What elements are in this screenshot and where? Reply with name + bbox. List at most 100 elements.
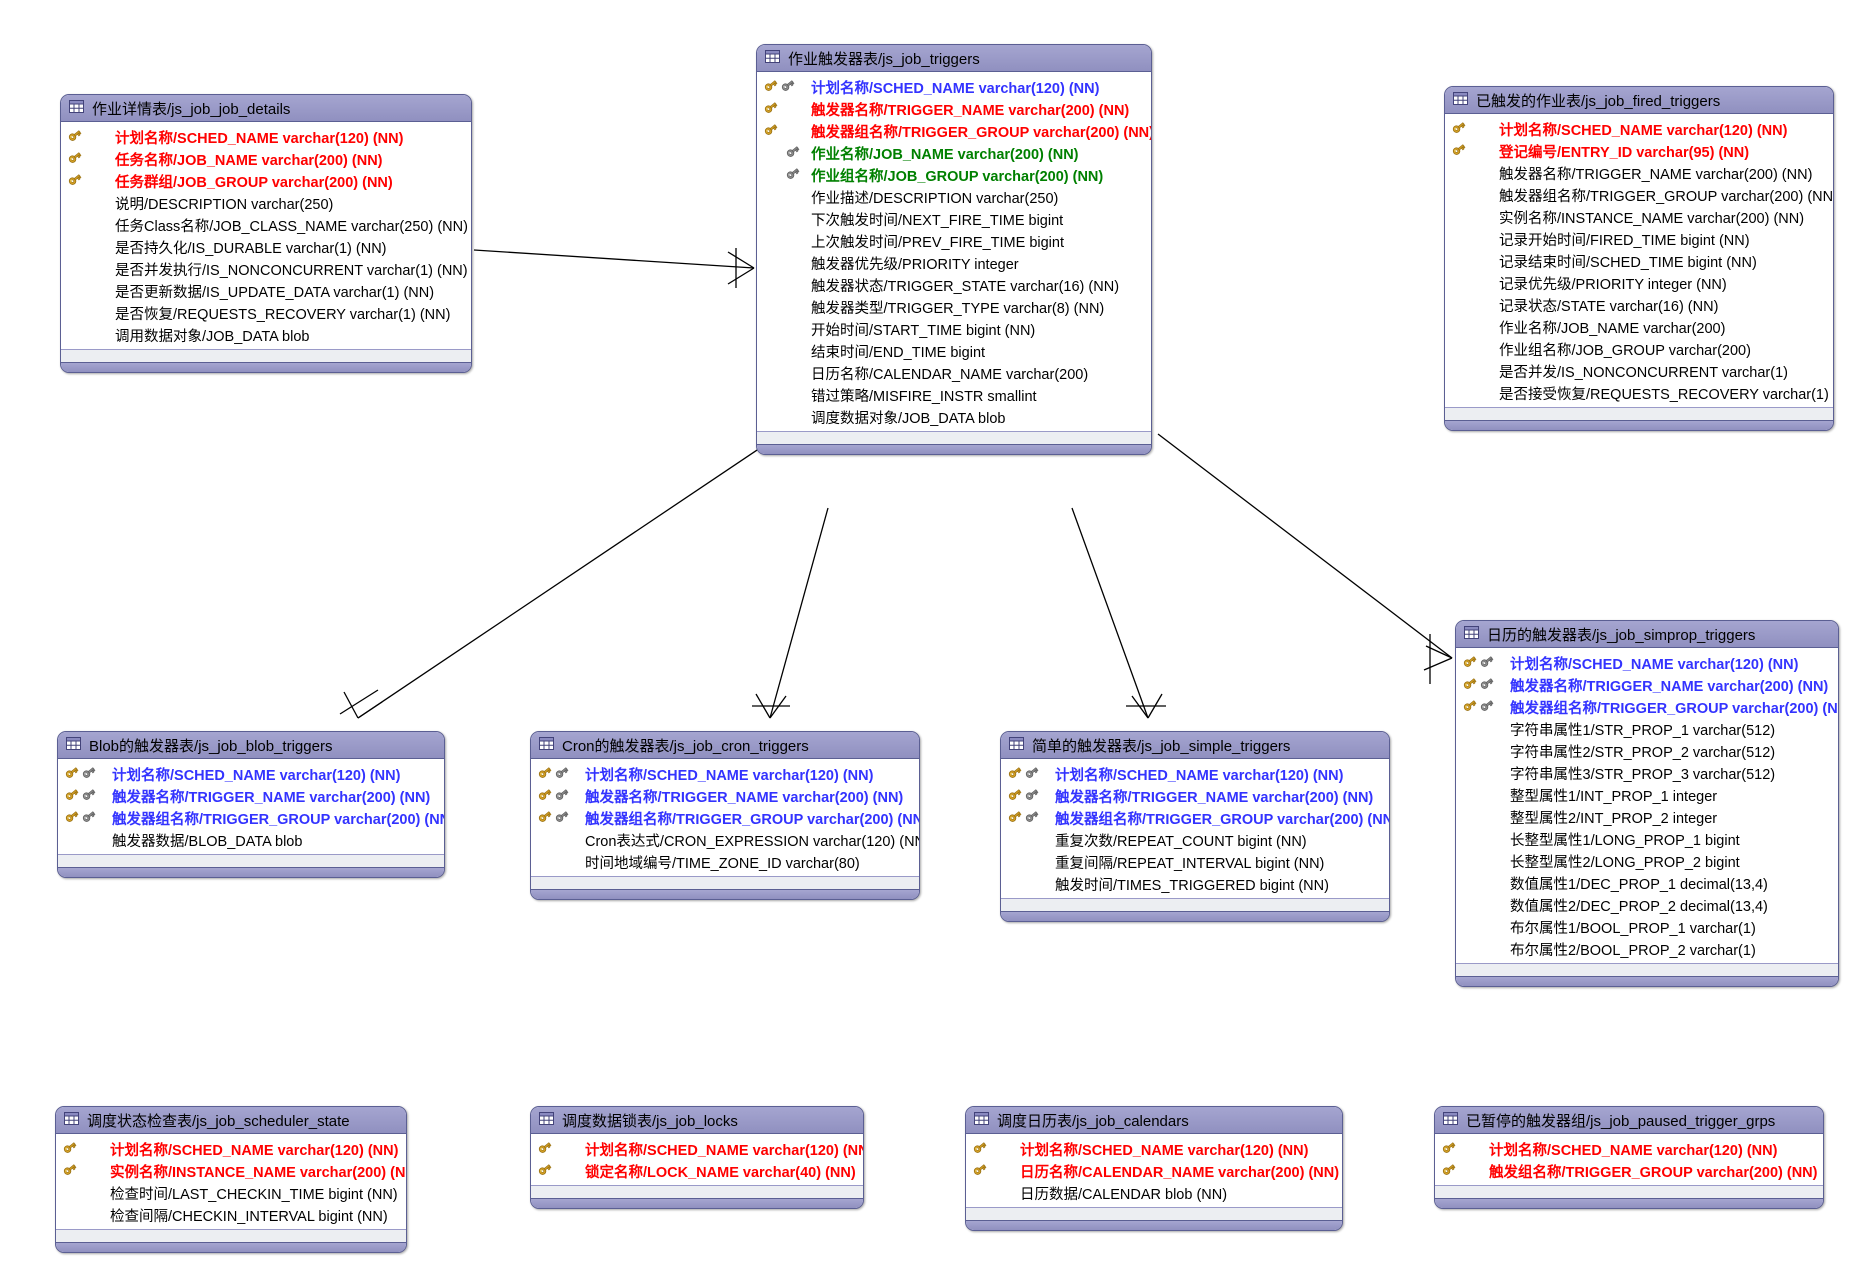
field-row[interactable]: 说明/DESCRIPTION varchar(250) (61, 192, 471, 214)
field-row[interactable]: 字符串属性2/STR_PROP_2 varchar(512) (1456, 740, 1838, 762)
entity-header-cron_triggers[interactable]: Cron的触发器表/js_job_cron_triggers (531, 732, 919, 759)
field-row[interactable]: 错过策略/MISFIRE_INSTR smallint (757, 384, 1151, 406)
entity-simprop_triggers[interactable]: 日历的触发器表/js_job_simprop_triggers 计划名称/SCHE… (1455, 620, 1839, 987)
field-row[interactable]: 数值属性2/DEC_PROP_2 decimal(13,4) (1456, 894, 1838, 916)
field-row[interactable]: 触发器状态/TRIGGER_STATE varchar(16) (NN) (757, 274, 1151, 296)
entity-header-calendars[interactable]: 调度日历表/js_job_calendars (966, 1107, 1342, 1134)
field-row[interactable]: 计划名称/SCHED_NAME varchar(120) (NN) (61, 126, 471, 148)
field-row[interactable]: 触发器数据/BLOB_DATA blob (58, 829, 444, 851)
field-row[interactable]: 日历数据/CALENDAR blob (NN) (966, 1182, 1342, 1204)
entity-cron_triggers[interactable]: Cron的触发器表/js_job_cron_triggers 计划名称/SCHED… (530, 731, 920, 900)
field-row[interactable]: 是否恢复/REQUESTS_RECOVERY varchar(1) (NN) (61, 302, 471, 324)
field-row[interactable]: 计划名称/SCHED_NAME varchar(120) (NN) (531, 1138, 863, 1160)
field-row[interactable]: 作业名称/JOB_NAME varchar(200) (NN) (757, 142, 1151, 164)
field-row[interactable]: Cron表达式/CRON_EXPRESSION varchar(120) (NN… (531, 829, 919, 851)
field-row[interactable]: 日历名称/CALENDAR_NAME varchar(200) (757, 362, 1151, 384)
entity-header-scheduler_state[interactable]: 调度状态检查表/js_job_scheduler_state (56, 1107, 406, 1134)
field-row[interactable]: 触发器名称/TRIGGER_NAME varchar(200) (NN) (531, 785, 919, 807)
field-row[interactable]: 触发器类型/TRIGGER_TYPE varchar(8) (NN) (757, 296, 1151, 318)
field-row[interactable]: 任务名称/JOB_NAME varchar(200) (NN) (61, 148, 471, 170)
field-row[interactable]: 记录结束时间/SCHED_TIME bigint (NN) (1445, 250, 1833, 272)
field-row[interactable]: 上次触发时间/PREV_FIRE_TIME bigint (757, 230, 1151, 252)
entity-header-simprop_triggers[interactable]: 日历的触发器表/js_job_simprop_triggers (1456, 621, 1838, 648)
field-row[interactable]: 实例名称/INSTANCE_NAME varchar(200) (NN) (56, 1160, 406, 1182)
field-row[interactable]: 计划名称/SCHED_NAME varchar(120) (NN) (531, 763, 919, 785)
field-row[interactable]: 调用数据对象/JOB_DATA blob (61, 324, 471, 346)
field-row[interactable]: 触发器优先级/PRIORITY integer (757, 252, 1151, 274)
entity-job_details[interactable]: 作业详情表/js_job_job_details 计划名称/SCHED_NAME … (60, 94, 472, 373)
entity-simple_triggers[interactable]: 简单的触发器表/js_job_simple_triggers 计划名称/SCHED… (1000, 731, 1390, 922)
field-row[interactable]: 触发器组名称/TRIGGER_GROUP varchar(200) (NN) (58, 807, 444, 829)
field-row[interactable]: 计划名称/SCHED_NAME varchar(120) (NN) (1445, 118, 1833, 140)
field-row[interactable]: 字符串属性1/STR_PROP_1 varchar(512) (1456, 718, 1838, 740)
field-row[interactable]: 计划名称/SCHED_NAME varchar(120) (NN) (1456, 652, 1838, 674)
field-row[interactable]: 记录状态/STATE varchar(16) (NN) (1445, 294, 1833, 316)
entity-header-job_triggers[interactable]: 作业触发器表/js_job_triggers (757, 45, 1151, 72)
entity-job_triggers[interactable]: 作业触发器表/js_job_triggers 计划名称/SCHED_NAME va… (756, 44, 1152, 455)
field-row[interactable]: 计划名称/SCHED_NAME varchar(120) (NN) (1001, 763, 1389, 785)
field-row[interactable]: 计划名称/SCHED_NAME varchar(120) (NN) (966, 1138, 1342, 1160)
field-row[interactable]: 触发器名称/TRIGGER_NAME varchar(200) (NN) (1445, 162, 1833, 184)
entity-paused_trigger_grps[interactable]: 已暂停的触发器组/js_job_paused_trigger_grps 计划名称/… (1434, 1106, 1824, 1209)
field-row[interactable]: 时间地域编号/TIME_ZONE_ID varchar(80) (531, 851, 919, 873)
field-row[interactable]: 调度数据对象/JOB_DATA blob (757, 406, 1151, 428)
field-row[interactable]: 是否更新数据/IS_UPDATE_DATA varchar(1) (NN) (61, 280, 471, 302)
field-row[interactable]: 触发器组名称/TRIGGER_GROUP varchar(200) (NN) (531, 807, 919, 829)
field-row[interactable]: 长整型属性1/LONG_PROP_1 bigint (1456, 828, 1838, 850)
field-row[interactable]: 字符串属性3/STR_PROP_3 varchar(512) (1456, 762, 1838, 784)
entity-header-blob_triggers[interactable]: Blob的触发器表/js_job_blob_triggers (58, 732, 444, 759)
field-row[interactable]: 任务Class名称/JOB_CLASS_NAME varchar(250) (N… (61, 214, 471, 236)
field-row[interactable]: 触发器名称/TRIGGER_NAME varchar(200) (NN) (757, 98, 1151, 120)
field-row[interactable]: 布尔属性2/BOOL_PROP_2 varchar(1) (1456, 938, 1838, 960)
field-row[interactable]: 作业组名称/JOB_GROUP varchar(200) (NN) (757, 164, 1151, 186)
entity-locks[interactable]: 调度数据锁表/js_job_locks 计划名称/SCHED_NAME varch… (530, 1106, 864, 1209)
field-row[interactable]: 检查间隔/CHECKIN_INTERVAL bigint (NN) (56, 1204, 406, 1226)
field-row[interactable]: 是否并发执行/IS_NONCONCURRENT varchar(1) (NN) (61, 258, 471, 280)
field-row[interactable]: 开始时间/START_TIME bigint (NN) (757, 318, 1151, 340)
field-row[interactable]: 结束时间/END_TIME bigint (757, 340, 1151, 362)
field-row[interactable]: 触发器组名称/TRIGGER_GROUP varchar(200) (NN) (1445, 184, 1833, 206)
field-row[interactable]: 整型属性1/INT_PROP_1 integer (1456, 784, 1838, 806)
field-row[interactable]: 是否并发/IS_NONCONCURRENT varchar(1) (1445, 360, 1833, 382)
field-row[interactable]: 计划名称/SCHED_NAME varchar(120) (NN) (1435, 1138, 1823, 1160)
field-row[interactable]: 触发组名称/TRIGGER_GROUP varchar(200) (NN) (1435, 1160, 1823, 1182)
field-row[interactable]: 触发器组名称/TRIGGER_GROUP varchar(200) (NN) (1001, 807, 1389, 829)
field-row[interactable]: 布尔属性1/BOOL_PROP_1 varchar(1) (1456, 916, 1838, 938)
field-row[interactable]: 数值属性1/DEC_PROP_1 decimal(13,4) (1456, 872, 1838, 894)
field-row[interactable]: 触发器名称/TRIGGER_NAME varchar(200) (NN) (58, 785, 444, 807)
field-row[interactable]: 触发器名称/TRIGGER_NAME varchar(200) (NN) (1001, 785, 1389, 807)
field-row[interactable]: 计划名称/SCHED_NAME varchar(120) (NN) (757, 76, 1151, 98)
field-row[interactable]: 重复间隔/REPEAT_INTERVAL bigint (NN) (1001, 851, 1389, 873)
field-row[interactable]: 是否持久化/IS_DURABLE varchar(1) (NN) (61, 236, 471, 258)
field-row[interactable]: 作业描述/DESCRIPTION varchar(250) (757, 186, 1151, 208)
field-row[interactable]: 触发器组名称/TRIGGER_GROUP varchar(200) (NN) (1456, 696, 1838, 718)
entity-calendars[interactable]: 调度日历表/js_job_calendars 计划名称/SCHED_NAME va… (965, 1106, 1343, 1231)
entity-header-simple_triggers[interactable]: 简单的触发器表/js_job_simple_triggers (1001, 732, 1389, 759)
entity-header-locks[interactable]: 调度数据锁表/js_job_locks (531, 1107, 863, 1134)
field-row[interactable]: 计划名称/SCHED_NAME varchar(120) (NN) (58, 763, 444, 785)
field-row[interactable]: 触发器名称/TRIGGER_NAME varchar(200) (NN) (1456, 674, 1838, 696)
field-row[interactable]: 作业名称/JOB_NAME varchar(200) (1445, 316, 1833, 338)
field-row[interactable]: 重复次数/REPEAT_COUNT bigint (NN) (1001, 829, 1389, 851)
field-row[interactable]: 是否接受恢复/REQUESTS_RECOVERY varchar(1) (1445, 382, 1833, 404)
field-row[interactable]: 作业组名称/JOB_GROUP varchar(200) (1445, 338, 1833, 360)
field-row[interactable]: 触发器组名称/TRIGGER_GROUP varchar(200) (NN) (757, 120, 1151, 142)
entity-header-paused_trigger_grps[interactable]: 已暂停的触发器组/js_job_paused_trigger_grps (1435, 1107, 1823, 1134)
field-row[interactable]: 下次触发时间/NEXT_FIRE_TIME bigint (757, 208, 1151, 230)
field-row[interactable]: 登记编号/ENTRY_ID varchar(95) (NN) (1445, 140, 1833, 162)
entity-header-fired_triggers[interactable]: 已触发的作业表/js_job_fired_triggers (1445, 87, 1833, 114)
field-row[interactable]: 触发时间/TIMES_TRIGGERED bigint (NN) (1001, 873, 1389, 895)
field-row[interactable]: 锁定名称/LOCK_NAME varchar(40) (NN) (531, 1160, 863, 1182)
field-row[interactable]: 记录优先级/PRIORITY integer (NN) (1445, 272, 1833, 294)
field-row[interactable]: 日历名称/CALENDAR_NAME varchar(200) (NN) (966, 1160, 1342, 1182)
field-row[interactable]: 整型属性2/INT_PROP_2 integer (1456, 806, 1838, 828)
field-row[interactable]: 检查时间/LAST_CHECKIN_TIME bigint (NN) (56, 1182, 406, 1204)
field-row[interactable]: 任务群组/JOB_GROUP varchar(200) (NN) (61, 170, 471, 192)
entity-fired_triggers[interactable]: 已触发的作业表/js_job_fired_triggers 计划名称/SCHED_… (1444, 86, 1834, 431)
field-row[interactable]: 记录开始时间/FIRED_TIME bigint (NN) (1445, 228, 1833, 250)
entity-header-job_details[interactable]: 作业详情表/js_job_job_details (61, 95, 471, 122)
field-row[interactable]: 长整型属性2/LONG_PROP_2 bigint (1456, 850, 1838, 872)
field-row[interactable]: 实例名称/INSTANCE_NAME varchar(200) (NN) (1445, 206, 1833, 228)
entity-blob_triggers[interactable]: Blob的触发器表/js_job_blob_triggers 计划名称/SCHED… (57, 731, 445, 878)
